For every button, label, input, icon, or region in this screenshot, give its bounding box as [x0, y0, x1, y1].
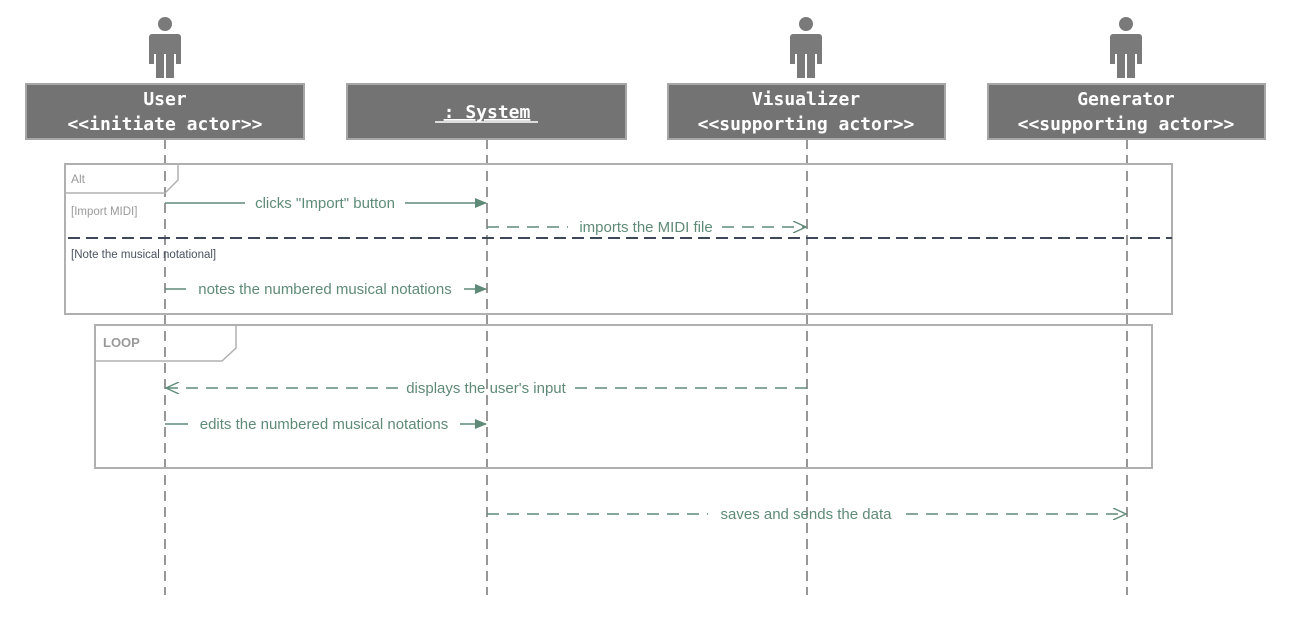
- participant-user[interactable]: User <<initiate actor>>: [25, 83, 305, 140]
- alt-frame-tab: [65, 163, 179, 194]
- participant-user-stereotype: <<initiate actor>>: [67, 114, 262, 135]
- participant-visualizer[interactable]: Visualizer <<supporting actor>>: [667, 83, 946, 140]
- message-2-label: imports the MIDI file: [579, 219, 712, 236]
- alt-frame-label: Alt: [71, 172, 86, 186]
- participant-system[interactable]: : System: [346, 83, 627, 140]
- participant-generator-stereotype: <<supporting actor>>: [1018, 114, 1235, 135]
- participant-generator[interactable]: Generator <<supporting actor>>: [987, 83, 1266, 140]
- loop-frame-tab: [95, 324, 237, 362]
- message-6-label: saves and sends the data: [721, 506, 893, 523]
- participant-visualizer-name: Visualizer: [752, 89, 861, 110]
- participant-headers: User <<initiate actor>> : System Visuali…: [25, 83, 1266, 140]
- participant-visualizer-stereotype: <<supporting actor>>: [698, 114, 915, 135]
- alt-guard-import: [Import MIDI]: [71, 206, 137, 218]
- generator-actor-icon: [1110, 17, 1142, 78]
- actor-icons: [149, 17, 1142, 78]
- message-4-label: displays the user's input: [406, 380, 566, 397]
- participant-generator-name: Generator: [1077, 89, 1175, 110]
- participant-user-name: User: [143, 89, 187, 110]
- messages: clicks "Import" button imports the MIDI …: [165, 195, 1126, 523]
- alt-frame: Alt [Import MIDI] [Note the musical nota…: [64, 163, 1173, 315]
- lifelines: [164, 139, 1128, 595]
- message-1-label: clicks "Import" button: [255, 195, 395, 212]
- alt-guard-note: [Note the musical notational]: [71, 249, 216, 261]
- loop-frame-border: [94, 324, 1153, 469]
- message-3-label: notes the numbered musical notations: [198, 281, 451, 298]
- visualizer-actor-icon: [790, 17, 822, 78]
- loop-frame: LOOP: [94, 324, 1153, 469]
- participant-system-name: : System: [444, 102, 531, 123]
- user-actor-icon: [149, 17, 181, 78]
- message-5-label: edits the numbered musical notations: [200, 416, 448, 433]
- loop-frame-label: LOOP: [103, 335, 140, 350]
